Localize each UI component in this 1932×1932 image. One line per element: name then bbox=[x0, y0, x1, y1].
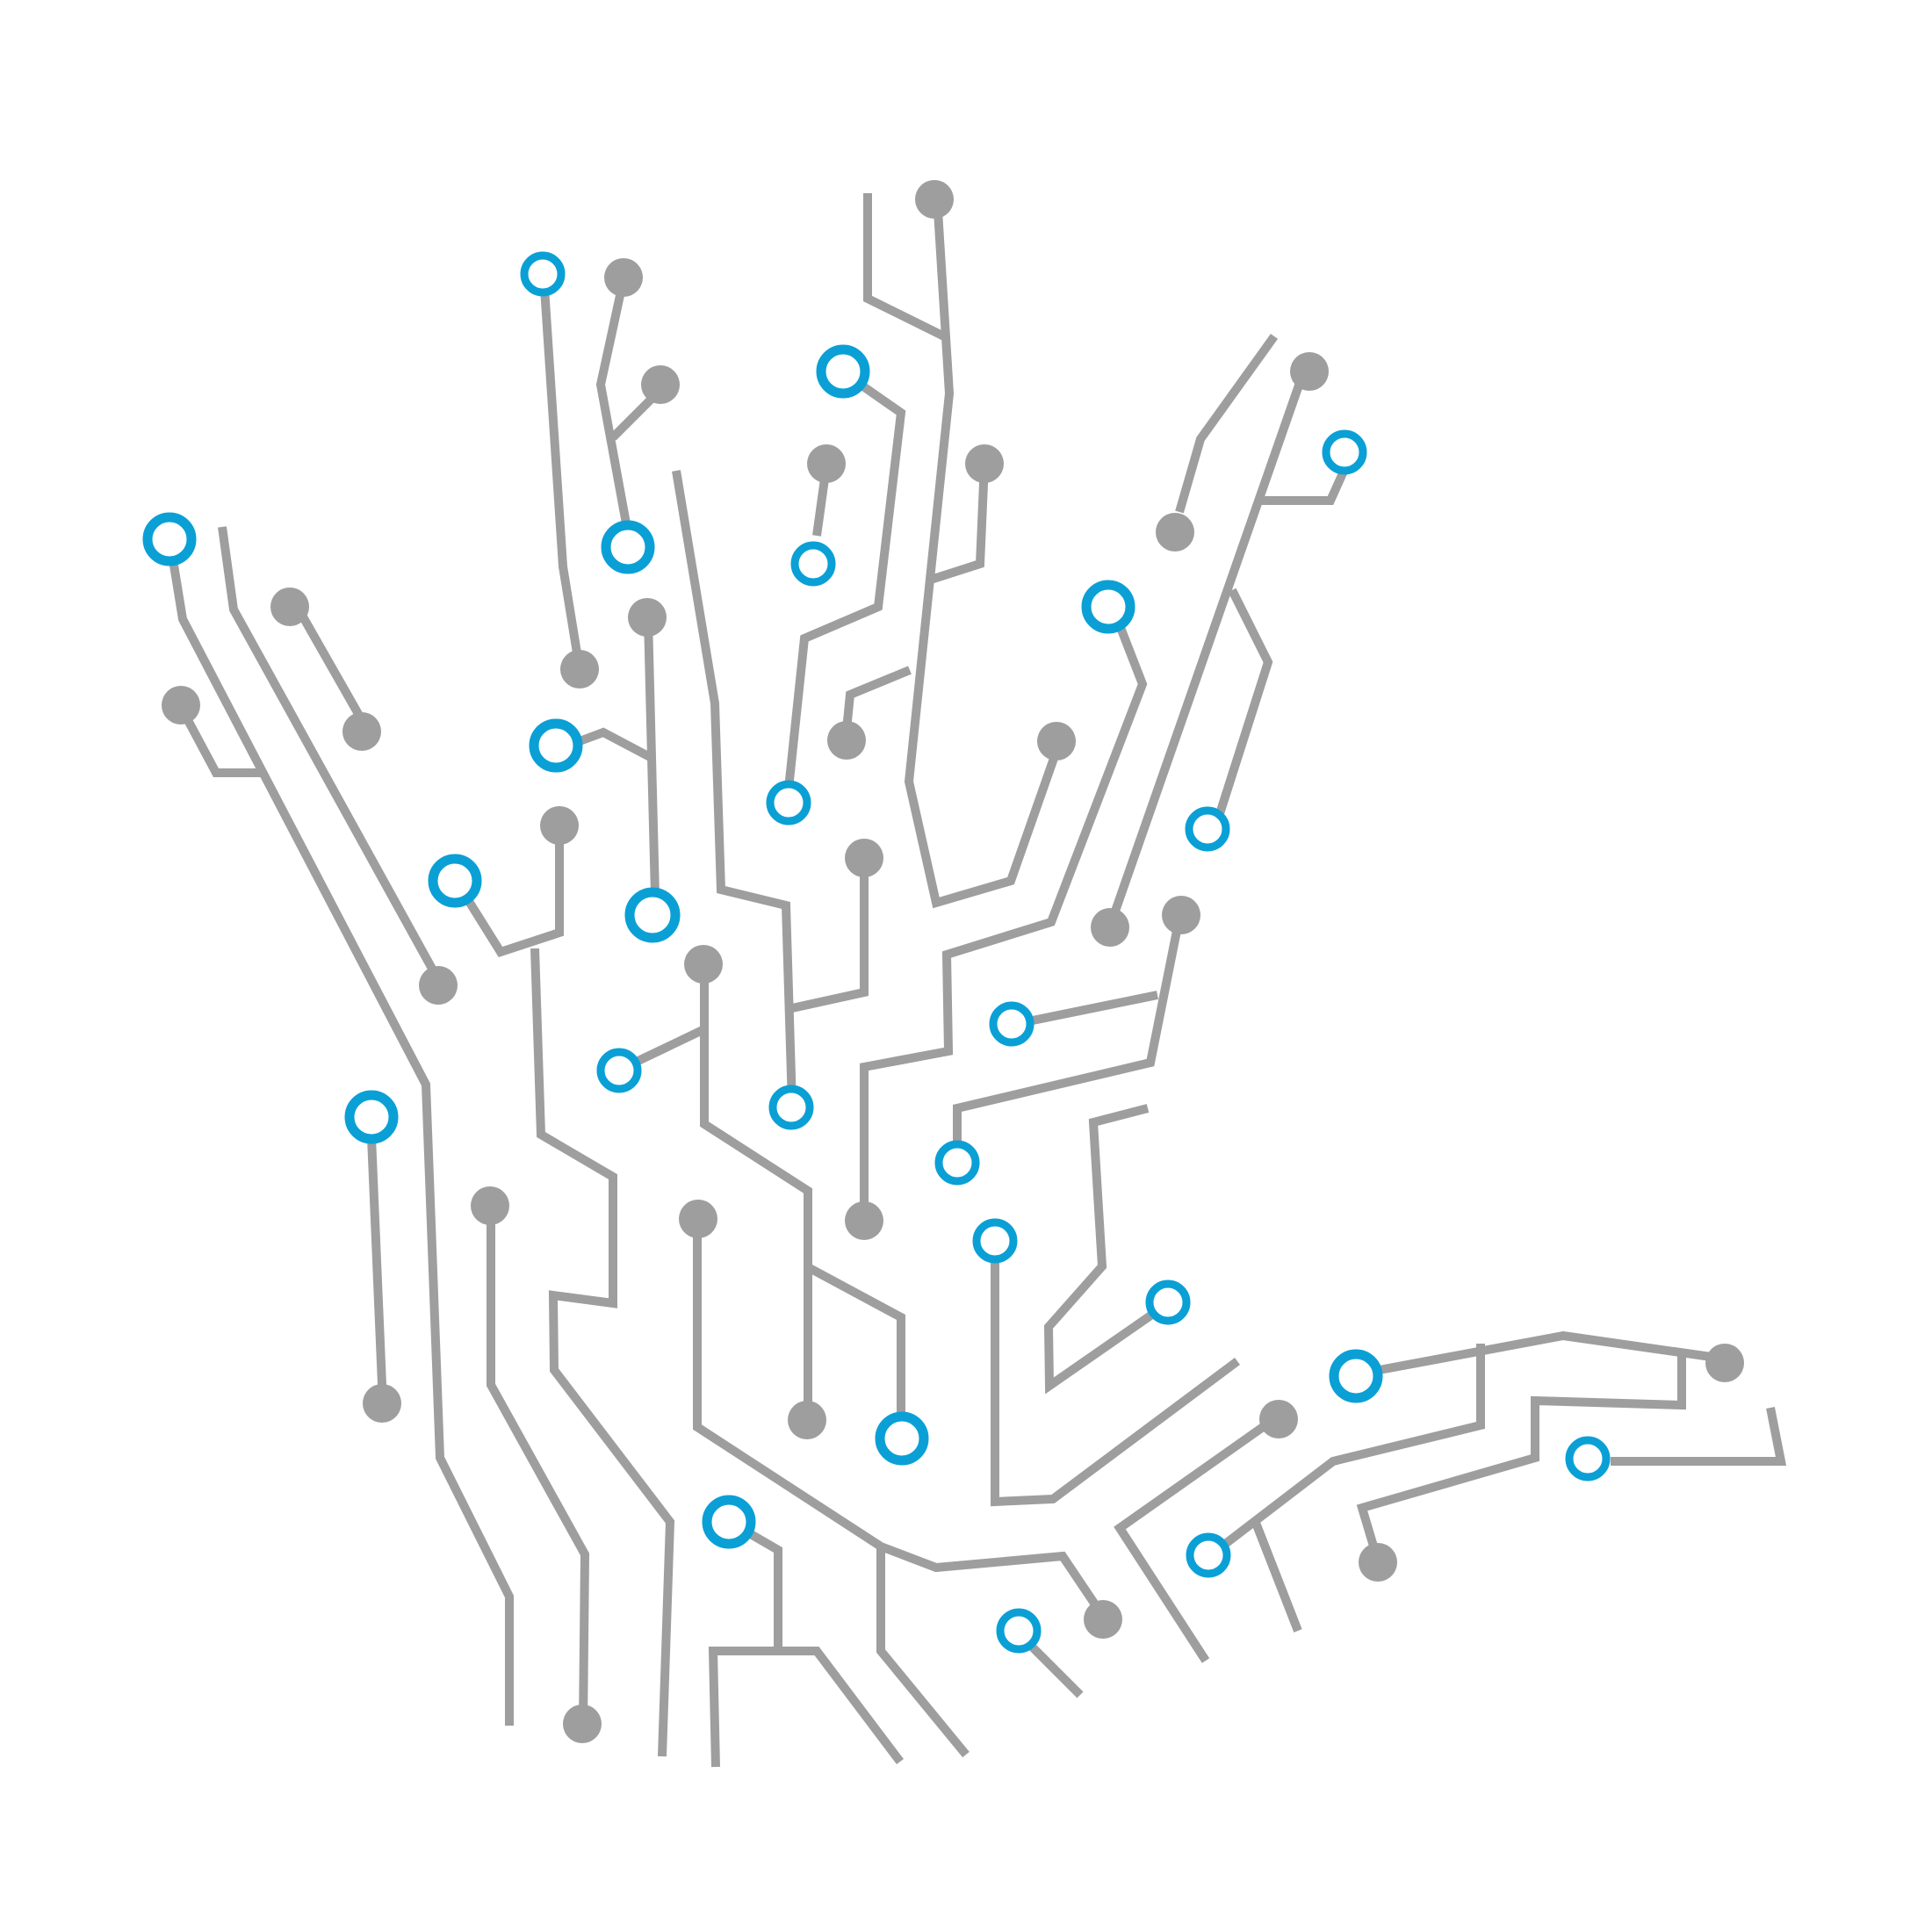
trace bbox=[790, 857, 869, 1013]
ring-node bbox=[1565, 1436, 1611, 1481]
trace bbox=[876, 1546, 970, 1758]
solder-dot-node bbox=[845, 839, 883, 877]
trace bbox=[539, 274, 584, 670]
ring-node bbox=[344, 1090, 399, 1144]
trace bbox=[595, 278, 632, 534]
ring-node bbox=[1322, 429, 1367, 475]
solder-dot-node bbox=[1290, 352, 1329, 391]
trace bbox=[742, 1526, 782, 1649]
ring-node bbox=[596, 1048, 642, 1093]
trace bbox=[571, 727, 652, 761]
trace bbox=[1217, 1344, 1485, 1551]
solder-dot-node bbox=[162, 686, 200, 724]
solder-dot-node bbox=[1084, 1600, 1122, 1639]
circuit-traces bbox=[165, 193, 1787, 1768]
solder-dot-node bbox=[641, 365, 680, 404]
trace bbox=[487, 1208, 590, 1727]
solder-dot-node bbox=[1259, 1400, 1298, 1438]
trace bbox=[1251, 1521, 1302, 1633]
ring-node bbox=[1186, 1532, 1231, 1578]
solder-dot-node bbox=[1705, 1344, 1744, 1382]
trace bbox=[530, 948, 675, 1757]
trace bbox=[1369, 1330, 1724, 1376]
solder-dot-node bbox=[363, 1384, 401, 1423]
trace bbox=[1356, 1356, 1686, 1560]
trace bbox=[860, 608, 1148, 1217]
solder-dot-node bbox=[807, 444, 846, 483]
solder-dot-node bbox=[1037, 722, 1076, 761]
trace bbox=[991, 1256, 1240, 1507]
circuit-nodes bbox=[142, 180, 1744, 1743]
ring-node bbox=[790, 541, 836, 587]
ring-node bbox=[768, 1085, 814, 1130]
solder-dot-node bbox=[419, 966, 458, 1005]
trace bbox=[1611, 1407, 1787, 1466]
solder-dot-node bbox=[1156, 513, 1194, 551]
ring-node bbox=[1185, 806, 1230, 852]
solder-dot-node bbox=[604, 258, 643, 297]
trace bbox=[1175, 334, 1279, 514]
ring-node bbox=[996, 1608, 1042, 1654]
solder-dot-node bbox=[560, 650, 599, 688]
solder-dot-node bbox=[1359, 1543, 1397, 1582]
trace bbox=[842, 666, 912, 731]
solder-dot-node bbox=[1091, 908, 1129, 947]
trace bbox=[218, 526, 441, 979]
trace bbox=[1262, 463, 1351, 505]
trace bbox=[1212, 588, 1273, 826]
solder-dot-node bbox=[1162, 896, 1200, 934]
trace bbox=[693, 1222, 1105, 1615]
solder-dot-node bbox=[628, 598, 667, 637]
trace bbox=[1114, 1417, 1274, 1663]
ring-node bbox=[972, 1218, 1018, 1264]
solder-dot-node bbox=[845, 1201, 883, 1240]
ring-node bbox=[1081, 580, 1135, 634]
ring-node bbox=[601, 520, 655, 574]
trace bbox=[1024, 1639, 1084, 1698]
ring-node bbox=[875, 1411, 929, 1466]
ring-node bbox=[816, 344, 870, 399]
ring-node bbox=[934, 1140, 980, 1186]
trace bbox=[177, 706, 261, 777]
trace bbox=[953, 917, 1184, 1150]
ring-node bbox=[702, 1495, 756, 1549]
ring-node bbox=[1145, 1280, 1191, 1325]
trace bbox=[644, 617, 660, 897]
trace bbox=[929, 463, 989, 584]
ring-node bbox=[142, 512, 197, 566]
solder-dot-node bbox=[563, 1705, 602, 1743]
trace bbox=[784, 368, 906, 789]
solder-dot-node bbox=[270, 588, 309, 626]
ring-node bbox=[520, 251, 566, 297]
ring-node bbox=[624, 887, 681, 943]
solder-dot-node bbox=[684, 945, 723, 984]
ring-node bbox=[428, 854, 482, 908]
trace bbox=[805, 1263, 905, 1423]
solder-dot-node bbox=[827, 721, 866, 760]
trace bbox=[1027, 991, 1158, 1026]
solder-dot-node bbox=[915, 180, 954, 219]
trace bbox=[452, 825, 564, 957]
solder-dot-node bbox=[540, 806, 579, 845]
solder-dot-node bbox=[679, 1200, 717, 1238]
trace bbox=[904, 210, 1061, 909]
solder-dot-node bbox=[342, 712, 381, 751]
solder-dot-node bbox=[471, 1186, 509, 1225]
trace bbox=[366, 1116, 387, 1406]
ring-node bbox=[989, 1001, 1034, 1047]
trace bbox=[863, 193, 948, 342]
trace bbox=[1108, 378, 1305, 920]
ring-node bbox=[1329, 1349, 1383, 1403]
ring-node bbox=[766, 780, 811, 825]
trace bbox=[708, 1647, 904, 1768]
trace bbox=[700, 969, 812, 1423]
trace bbox=[165, 537, 514, 1726]
solder-dot-node bbox=[788, 1401, 826, 1439]
trace bbox=[672, 470, 797, 1106]
solder-dot-node bbox=[965, 444, 1004, 483]
trace bbox=[1043, 1104, 1158, 1395]
trace bbox=[292, 603, 366, 723]
ring-node bbox=[529, 718, 583, 773]
